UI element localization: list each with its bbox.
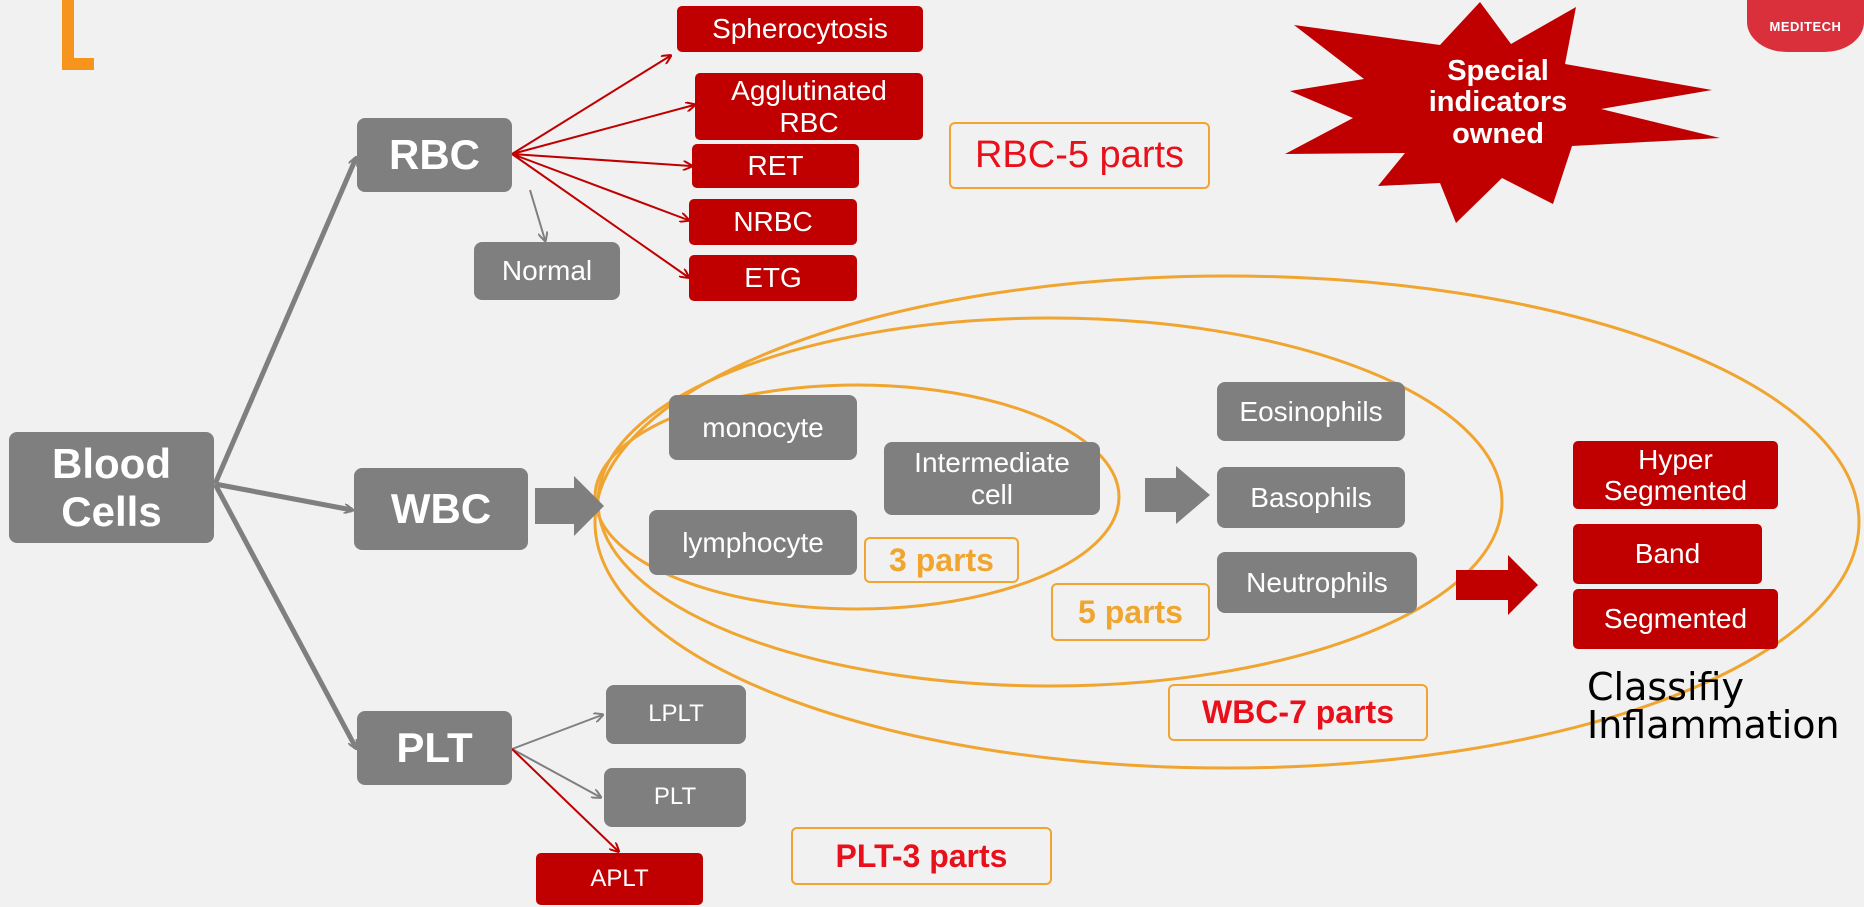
meditech-logo: MEDITECH <box>1747 0 1864 52</box>
arrow-rbc-agglutinated <box>511 105 694 155</box>
three-parts-label: 3 parts <box>864 537 1019 583</box>
classify-inflammation-text: Classifiy Inflammation <box>1587 665 1840 747</box>
wbc-block-arrow <box>535 476 604 536</box>
five-parts-label: 5 parts <box>1051 583 1210 641</box>
seven-part-ellipse <box>593 274 1861 770</box>
segmented-node: Segmented <box>1573 589 1778 649</box>
arrow-plt-aplt <box>511 748 618 851</box>
spherocytosis-node: Spherocytosis <box>677 6 923 52</box>
rbc-node: RBC <box>357 118 512 192</box>
ret-node: RET <box>692 144 859 188</box>
hyper-segmented-node: Hyper Segmented <box>1573 441 1778 509</box>
arrow-rbc-nrbc <box>511 153 688 220</box>
arrow-rbc-etg <box>511 153 688 277</box>
special-indicators-text: Special indicators owned <box>1428 55 1568 150</box>
basophils-node: Basophils <box>1217 467 1405 528</box>
arrow-root-wbc <box>214 481 352 510</box>
agglutinated-rbc-node: Agglutinated RBC <box>695 73 923 140</box>
nrbc-node: NRBC <box>689 199 857 245</box>
rbc-normal-node: Normal <box>474 242 620 300</box>
arrow-rbc-ret <box>511 153 691 166</box>
neutrophil-block-arrow <box>1456 555 1538 615</box>
neutrophils-node: Neutrophils <box>1217 552 1417 613</box>
plt-child-node: PLT <box>604 768 746 827</box>
lymphocyte-node: lymphocyte <box>649 510 857 575</box>
arrow-root-plt <box>212 482 359 748</box>
five-part-block-arrow <box>1145 466 1210 524</box>
wbc-node: WBC <box>354 468 528 550</box>
blood-cells-node: Blood Cells <box>9 432 214 543</box>
arrow-plt-lplt <box>511 715 602 750</box>
lplt-node: LPLT <box>606 685 746 744</box>
arrow-plt-plt <box>511 748 600 797</box>
monocyte-node: monocyte <box>669 395 857 460</box>
arrow-rbc-normal <box>529 189 545 240</box>
special-starburst <box>1285 2 1720 223</box>
wbc-seven-parts-label: WBC-7 parts <box>1168 684 1428 741</box>
arrow-root-rbc <box>212 158 356 485</box>
arrow-rbc-spherocytosis <box>511 56 670 155</box>
plt-node: PLT <box>357 711 512 785</box>
band-node: Band <box>1573 524 1762 584</box>
etg-node: ETG <box>689 255 857 301</box>
corner-accent <box>62 0 94 70</box>
intermediate-cell-node: Intermediate cell <box>884 442 1100 515</box>
plt-parts-label: PLT-3 parts <box>791 827 1052 885</box>
aplt-node: APLT <box>536 853 703 905</box>
rbc-parts-label: RBC-5 parts <box>949 122 1210 189</box>
eosinophils-node: Eosinophils <box>1217 382 1405 441</box>
